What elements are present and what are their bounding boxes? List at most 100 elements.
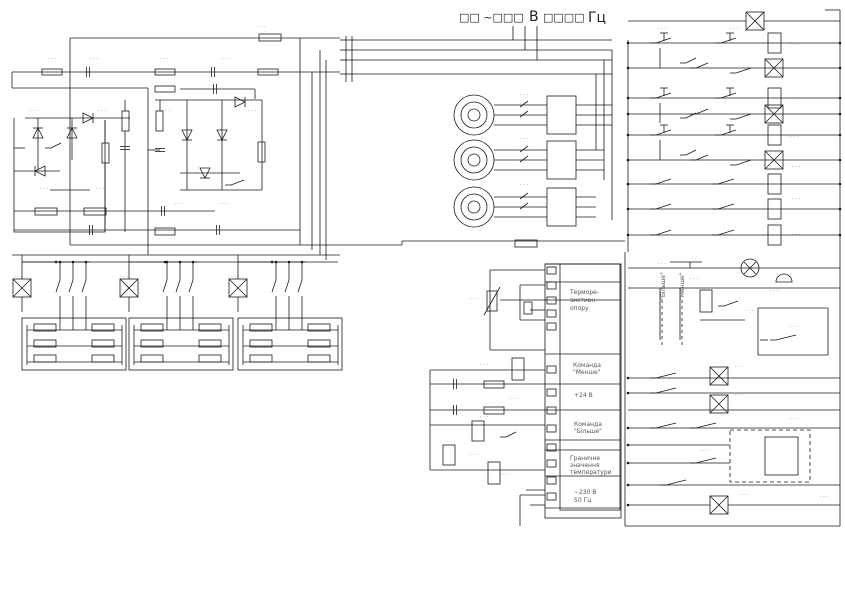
junction-dot bbox=[626, 182, 630, 186]
diode bbox=[66, 127, 78, 139]
tiny-label: · · · bbox=[175, 201, 183, 207]
relay-coil bbox=[699, 289, 713, 313]
relay-coil bbox=[767, 173, 782, 195]
terminal bbox=[546, 459, 557, 468]
junction-dot bbox=[71, 260, 75, 264]
terminal bbox=[546, 492, 557, 501]
resistor bbox=[154, 85, 176, 93]
heater-resistor bbox=[91, 354, 115, 363]
current-transformer bbox=[453, 186, 495, 228]
pushbutton bbox=[655, 37, 672, 44]
junction-dot bbox=[165, 260, 169, 264]
contactor-contact bbox=[284, 279, 290, 293]
resistor bbox=[523, 301, 533, 315]
supply-unit-hz: Гц bbox=[588, 10, 606, 26]
contact bbox=[665, 479, 687, 486]
status-lamp bbox=[745, 11, 765, 31]
junction-dot bbox=[838, 41, 842, 45]
contact bbox=[230, 179, 245, 186]
junction-dot bbox=[274, 260, 278, 264]
tiny-label: · · · bbox=[730, 26, 738, 32]
contact bbox=[695, 62, 709, 69]
tiny-label: · · · bbox=[480, 414, 488, 420]
tiny-label: · · · bbox=[553, 264, 561, 270]
terminal bbox=[546, 406, 557, 415]
terminal bbox=[546, 365, 557, 374]
resistor bbox=[41, 68, 63, 76]
junction-dot bbox=[270, 260, 274, 264]
ctrl-more-label: Команда"Більше" bbox=[574, 421, 602, 435]
fuse bbox=[258, 33, 282, 42]
tiny-label: · · · bbox=[700, 448, 708, 454]
tiny-label: · · · bbox=[820, 494, 828, 500]
junction-dot bbox=[58, 260, 62, 264]
junction-dot bbox=[626, 483, 630, 487]
tiny-label: · · · bbox=[735, 364, 743, 370]
heater-resistor bbox=[140, 339, 164, 348]
relay-coil-x bbox=[764, 58, 784, 78]
heater-resistor bbox=[307, 354, 331, 363]
relay-coil-x bbox=[764, 104, 784, 124]
heater-contactor-coil bbox=[12, 278, 32, 298]
relay-coil-x bbox=[709, 495, 729, 515]
tiny-label: · · · bbox=[40, 186, 48, 192]
junction-dot bbox=[838, 233, 842, 237]
heater-resistor bbox=[140, 323, 164, 332]
relay-coil-x bbox=[764, 150, 784, 170]
terminal bbox=[546, 476, 557, 485]
relay-coil bbox=[767, 198, 782, 220]
resistor bbox=[483, 406, 505, 415]
resistor bbox=[101, 142, 110, 164]
heater-resistor bbox=[91, 323, 115, 332]
signal-lamp bbox=[740, 258, 760, 278]
contact bbox=[695, 154, 709, 161]
pushbutton bbox=[655, 92, 672, 99]
heater-resistor bbox=[198, 323, 222, 332]
ct-contact bbox=[519, 100, 529, 108]
heater-resistor bbox=[198, 339, 222, 348]
pushbutton bbox=[720, 92, 737, 99]
diode bbox=[32, 127, 44, 139]
resistor bbox=[257, 141, 266, 163]
junction-dot bbox=[838, 112, 842, 116]
junction-dot bbox=[626, 133, 630, 137]
tiny-label: · · · bbox=[520, 182, 528, 188]
current-transformer bbox=[460, 193, 488, 221]
fuse bbox=[514, 239, 538, 248]
current-transformer bbox=[453, 94, 495, 136]
heater-box bbox=[21, 317, 127, 371]
junction-dot bbox=[84, 260, 88, 264]
contact bbox=[695, 457, 717, 464]
relay-coil bbox=[471, 420, 485, 442]
heater-resistor bbox=[307, 339, 331, 348]
tiny-label: · · · bbox=[120, 274, 128, 280]
tiny-label: · · · bbox=[160, 56, 168, 62]
tiny-label: · · · bbox=[658, 261, 666, 267]
resistor bbox=[483, 380, 505, 389]
supply-mid: □□□□ bbox=[543, 11, 585, 24]
heater-box bbox=[128, 317, 234, 371]
contactor-contact bbox=[68, 279, 74, 293]
resistor bbox=[154, 68, 176, 76]
junction-dot bbox=[163, 260, 167, 264]
tiny-label: · · · bbox=[470, 296, 478, 302]
ct-contact bbox=[519, 155, 529, 163]
pushbutton bbox=[720, 129, 737, 136]
tiny-label: · · · bbox=[690, 276, 698, 282]
vertical-label-less: "Менше" bbox=[679, 272, 686, 300]
contact bbox=[50, 142, 62, 149]
current-transformer bbox=[460, 146, 488, 174]
terminal bbox=[546, 309, 557, 318]
heater-contactor-coil bbox=[228, 278, 248, 298]
tiny-label: · · · bbox=[480, 362, 488, 368]
diode bbox=[181, 129, 193, 141]
supply-header: □□ ~□□□ В □□□□ Гц bbox=[459, 9, 606, 26]
terminal bbox=[546, 266, 557, 275]
tiny-label: · · · bbox=[792, 232, 800, 238]
contact bbox=[723, 300, 739, 307]
contactor-contact bbox=[162, 279, 168, 293]
